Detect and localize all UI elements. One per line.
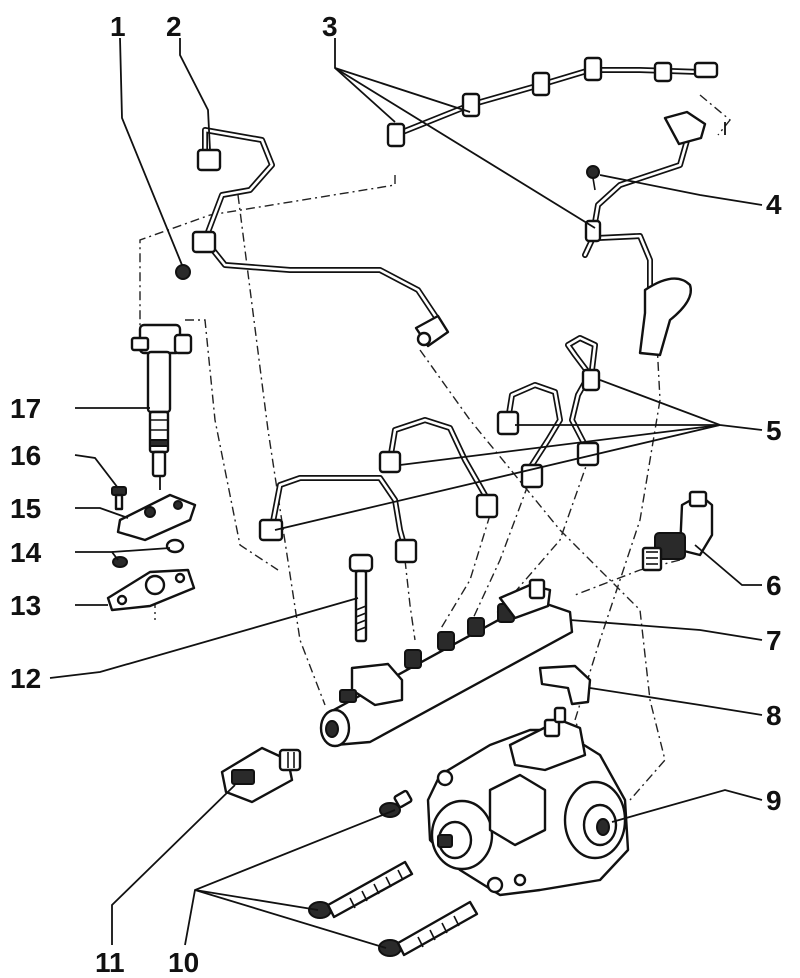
callout-13: 13: [10, 590, 41, 621]
nut-part-1: [175, 264, 191, 280]
callout-1: 1: [110, 11, 126, 42]
callout-9: 9: [766, 785, 782, 816]
high-pressure-pump-part-9: [426, 706, 630, 897]
assembly-guide-lines: [139, 94, 731, 801]
callout-14: 14: [10, 537, 42, 568]
callout-10: 10: [168, 947, 199, 978]
callout-2: 2: [166, 11, 182, 42]
callout-17: 17: [10, 393, 41, 424]
regulator-valve-part-6: [641, 490, 714, 572]
callout-8: 8: [766, 700, 782, 731]
injector-part-17: [130, 323, 193, 490]
callout-15: 15: [10, 493, 41, 524]
callout-11: 11: [95, 947, 125, 978]
bolt-part-12: [348, 553, 374, 643]
callout-16: 16: [10, 440, 41, 471]
callout-4: 4: [766, 189, 782, 220]
bolt-part-16: [111, 486, 127, 511]
pressure-sensor-part-11: [220, 746, 302, 804]
callout-6: 6: [766, 570, 782, 601]
bolt-part-4: [586, 165, 600, 191]
callout-12: 12: [10, 663, 41, 694]
washers-part-14: [112, 538, 185, 568]
callout-3: 3: [322, 11, 338, 42]
leader-lines: [49, 37, 763, 949]
high-pressure-pipes-part-5: [258, 335, 601, 564]
clamp-part-15: [116, 493, 197, 542]
injection-pipe-top-left: [191, 127, 450, 348]
callout-numbers: 1 2 3 4 5 6 7 8 9 10 11 12 13 14 15 16 1…: [10, 11, 782, 978]
fuel-rail-part-7: [319, 578, 574, 748]
callout-7: 7: [766, 625, 782, 656]
hose-part-8: [538, 664, 592, 706]
callout-5: 5: [766, 415, 782, 446]
seal-part-13: [106, 568, 196, 612]
